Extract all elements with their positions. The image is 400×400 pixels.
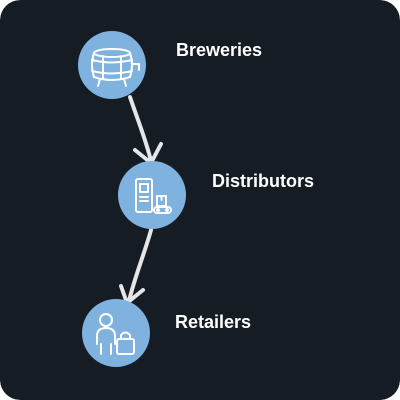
node-retailers	[82, 299, 150, 367]
node-circle	[78, 31, 146, 99]
edge-line	[128, 95, 153, 163]
node-circle	[82, 299, 150, 367]
edge-line	[127, 228, 153, 303]
node-label-distributors: Distributors	[212, 171, 315, 191]
brewery-barrel-icon	[91, 48, 140, 87]
node-distributors	[118, 161, 186, 229]
node-label-retailers: Retailers	[175, 312, 252, 332]
node-label-breweries: Breweries	[176, 40, 263, 60]
node-breweries	[78, 31, 146, 99]
distribution-machine-conveyor-icon	[135, 178, 172, 214]
shopper-with-bag-icon	[96, 313, 135, 355]
